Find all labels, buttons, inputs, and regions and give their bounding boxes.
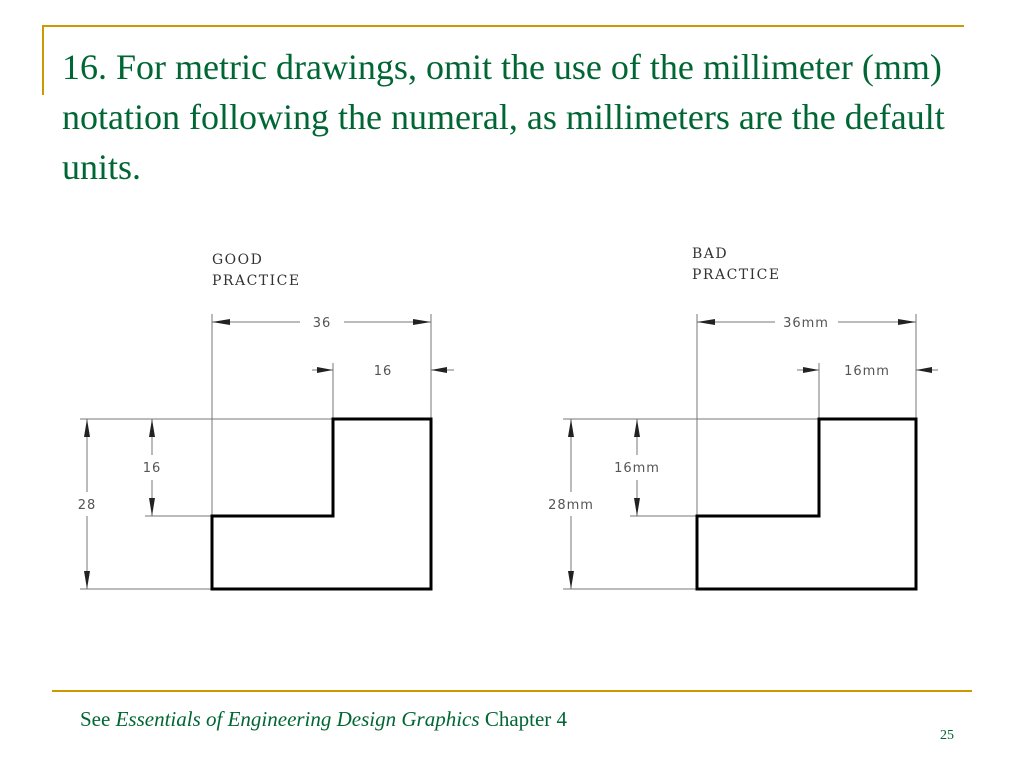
bad-dim-height-arrow-bottom: [568, 571, 574, 589]
left-accent-line: [42, 25, 44, 95]
footer-reference: See Essentials of Engineering Design Gra…: [80, 707, 567, 732]
bad-dim-step: 16mm: [614, 461, 660, 476]
good-dim-height-arrow-bottom: [84, 571, 90, 589]
good-label-line2: PRACTICE: [212, 273, 301, 289]
bad-dim-width-arrow-right: [898, 319, 916, 325]
bad-dim-notch-arrow-right: [916, 367, 932, 373]
top-accent-line: [42, 25, 964, 27]
good-dim-step-arrow-top: [149, 419, 155, 437]
bad-dim-height-arrow-top: [568, 419, 574, 437]
bad-dim-notch-arrow-left: [803, 367, 819, 373]
good-dim-notch: 16: [374, 364, 393, 379]
bad-label-line1: BAD: [692, 246, 728, 262]
bad-dim-width-arrow-left: [697, 319, 715, 325]
bad-dim-step-arrow-bottom: [634, 498, 640, 516]
good-dim-height-arrow-top: [84, 419, 90, 437]
bad-dim-step-arrow-top: [634, 419, 640, 437]
good-practice-drawing: GOOD PRACTICE 36 16 16 28: [78, 252, 454, 591]
good-dim-width-arrow-left: [212, 319, 230, 325]
good-dim-step-arrow-bottom: [149, 498, 155, 516]
bad-label-line2: PRACTICE: [692, 267, 781, 283]
good-label-line1: GOOD: [212, 252, 263, 268]
bad-l-shape-outline: [695, 417, 918, 591]
bad-dim-notch: 16mm: [844, 364, 890, 379]
good-dim-notch-arrow-right: [431, 367, 447, 373]
page-number: 25: [940, 728, 954, 743]
footer-accent-line: [52, 690, 972, 692]
good-dim-height: 28: [78, 498, 97, 513]
footer-see: See: [80, 707, 116, 731]
good-dim-width-arrow-right: [413, 319, 431, 325]
good-dim-step: 16: [143, 461, 162, 476]
slide-title: 16. For metric drawings, omit the use of…: [62, 47, 945, 187]
bad-dim-width: 36mm: [783, 316, 829, 331]
good-dim-notch-arrow-left: [317, 367, 333, 373]
bad-practice-drawing: BAD PRACTICE 36mm 16mm 16mm 28mm: [548, 246, 938, 591]
footer-book-title: Essentials of Engineering Design Graphic…: [115, 707, 480, 731]
good-l-shape-outline: [210, 417, 433, 591]
bad-dim-height: 28mm: [548, 498, 594, 513]
footer-chapter: Chapter 4: [479, 707, 568, 731]
good-dim-width: 36: [313, 316, 332, 331]
